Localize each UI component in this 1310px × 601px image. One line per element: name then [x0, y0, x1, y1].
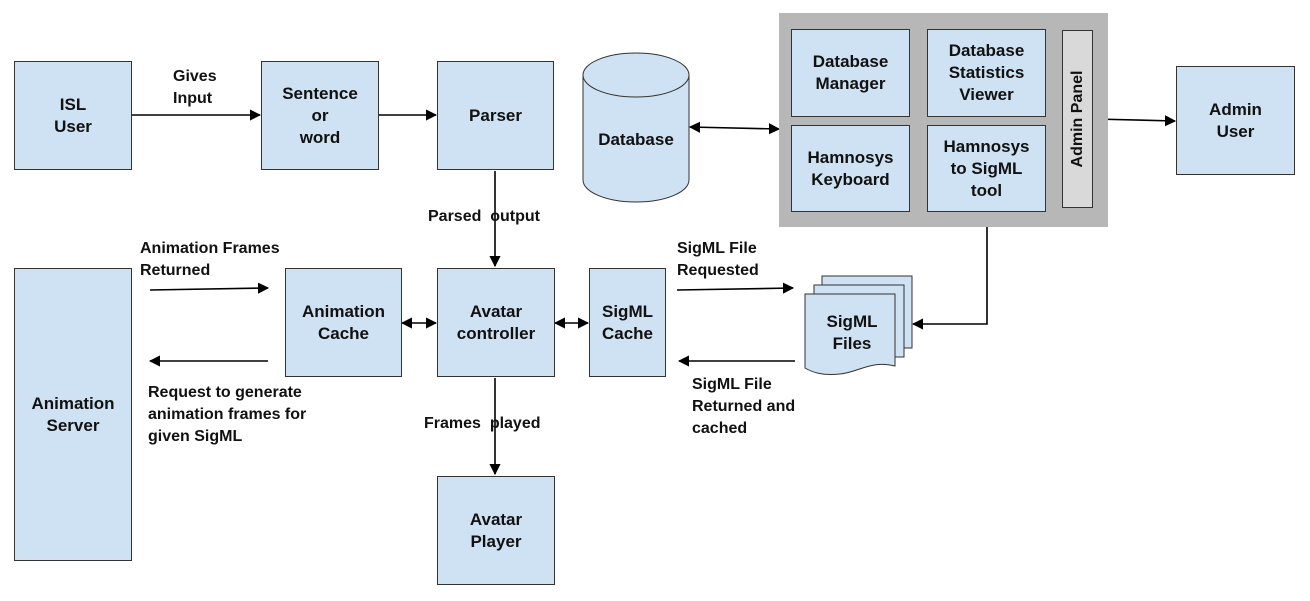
admin-panel-box: Admin Panel [1062, 30, 1093, 208]
sigml-files-stack [804, 275, 913, 375]
admin-panel-label: Admin Panel [1068, 70, 1086, 168]
hamnosys-to-sigml-tool-box: Hamnosys to SigML tool [927, 125, 1046, 212]
animation-frames-returned-label: Animation Frames Returned [140, 240, 280, 279]
database-label: Database [598, 130, 674, 149]
animation-cache-box: Animation Cache [285, 268, 402, 377]
request-to-generate-label: Request to generate animation frames for… [148, 384, 307, 445]
arrow-frames-returned [149, 282, 270, 294]
parsed-output-label: Parsed output [428, 208, 541, 225]
avatar-player-box: Avatar Player [437, 476, 555, 585]
database-statistics-viewer-box: Database Statistics Viewer [927, 29, 1046, 117]
admin-user-box: Admin User [1176, 66, 1295, 175]
sentence-word-box: Sentence or word [261, 61, 379, 170]
hamnosys-keyboard-box: Hamnosys Keyboard [791, 125, 910, 212]
animation-server-box: Animation Server [14, 268, 132, 561]
isl-user-box: ISL User [14, 61, 132, 170]
sigml-file-returned-label: SigML File Returned and cached [692, 376, 796, 437]
database-manager-box: Database Manager [791, 29, 910, 117]
arrow-tool-to-files [911, 212, 988, 330]
arrow-database-panel [688, 121, 781, 135]
database-cylinder [582, 52, 690, 203]
sigml-files-label: SigML Files [826, 312, 878, 353]
sigml-cache-box: SigML Cache [589, 268, 666, 377]
arrow-sigml-requested [676, 282, 795, 294]
sigml-file-requested-label: SigML File Requested [677, 240, 759, 279]
avatar-controller-box: Avatar controller [437, 268, 555, 377]
frames-played-label: Frames played [424, 415, 541, 432]
gives-input-label: Gives Input [173, 68, 217, 107]
parser-box: Parser [437, 61, 554, 170]
